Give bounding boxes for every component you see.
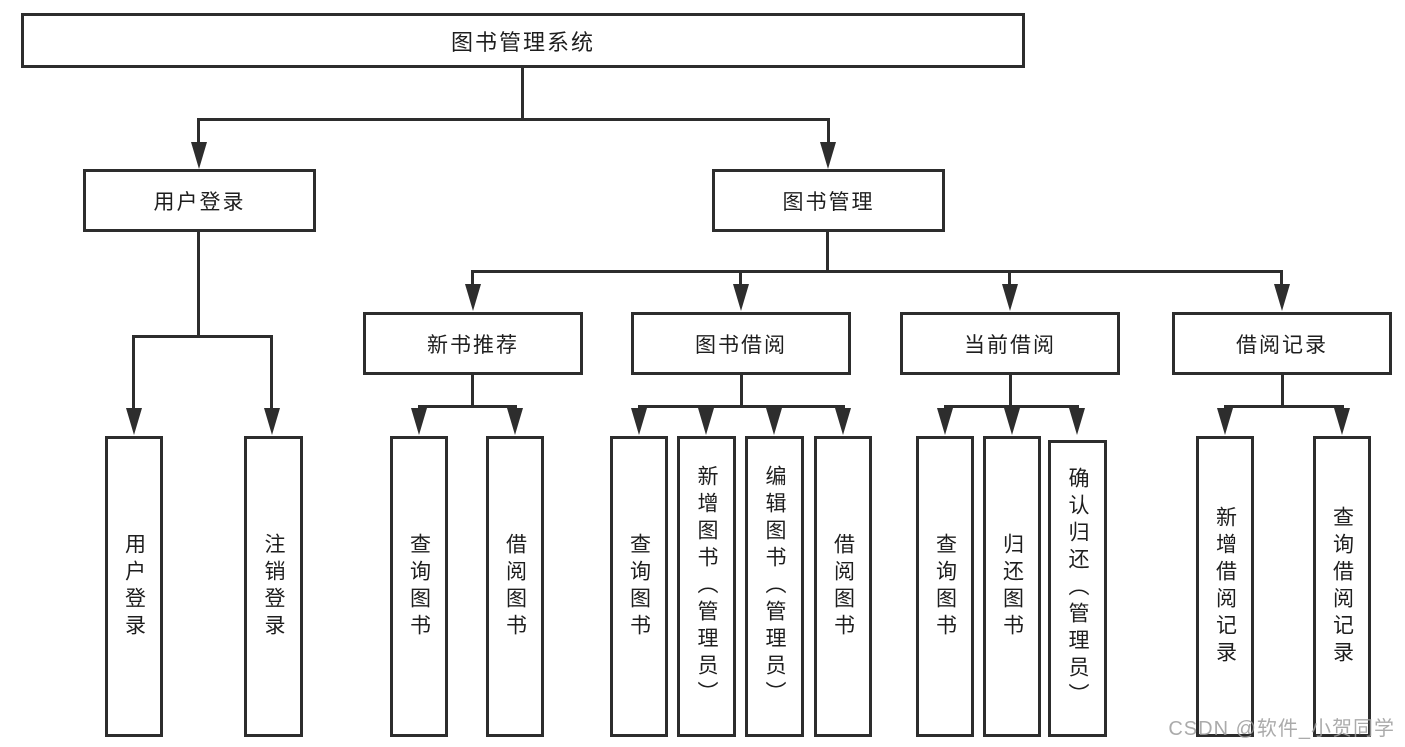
watermark: CSDN @软件_小贺同学: [1168, 718, 1395, 740]
connector-line: [1008, 272, 1011, 284]
node-book-manage: 图书管理: [712, 169, 945, 232]
connector-line: [1281, 375, 1284, 407]
arrowhead-down-icon: [1217, 408, 1233, 435]
connector-line: [132, 337, 135, 408]
arrowhead-down-icon: [631, 408, 647, 435]
node-new-book-recommend: 新书推荐: [363, 312, 583, 375]
node-borrow-record: 借阅记录: [1172, 312, 1392, 375]
arrowhead-down-icon: [1274, 284, 1290, 311]
leaf-query-borrow-record: 查询借阅记录: [1313, 436, 1371, 737]
leaf-logout-label: 注销登录: [262, 532, 285, 641]
arrowhead-down-icon: [264, 408, 280, 435]
leaf-query-book-current-label: 查询图书: [933, 532, 957, 641]
arrowhead-down-icon: [191, 142, 207, 169]
leaf-borrow-book: 借阅图书: [814, 436, 872, 737]
arrowhead-down-icon: [1004, 408, 1020, 435]
leaf-edit-book-admin-label: 编辑图书（管理员）: [763, 465, 786, 708]
connector-line: [418, 405, 517, 408]
node-user-login: 用户登录: [83, 169, 316, 232]
arrowhead-down-icon: [411, 408, 427, 435]
leaf-edit-book-admin: 编辑图书（管理员）: [745, 436, 804, 737]
leaf-confirm-return-admin-label: 确认归还（管理员）: [1066, 467, 1089, 710]
leaf-query-book-recommend-label: 查询图书: [407, 532, 431, 641]
leaf-user-login-label: 用户登录: [122, 532, 146, 641]
node-current-borrow-label: 当前借阅: [964, 333, 1056, 357]
node-borrow-record-label: 借阅记录: [1236, 333, 1328, 357]
connector-line: [944, 405, 1079, 408]
leaf-return-book: 归还图书: [983, 436, 1041, 737]
node-current-borrow: 当前借阅: [900, 312, 1120, 375]
arrowhead-down-icon: [820, 142, 836, 169]
connector-line: [471, 270, 1283, 273]
node-book-borrow-label: 图书借阅: [695, 333, 787, 357]
connector-line: [471, 375, 474, 407]
leaf-add-book-admin-label: 新增图书（管理员）: [695, 465, 718, 708]
arrowhead-down-icon: [126, 408, 142, 435]
node-book-manage-label: 图书管理: [782, 190, 875, 214]
connector-line: [197, 118, 830, 121]
connector-line: [638, 405, 845, 408]
node-user-login-label: 用户登录: [153, 190, 246, 214]
node-new-book-recommend-label: 新书推荐: [427, 333, 519, 357]
connector-line: [827, 120, 830, 143]
connector-line: [471, 272, 474, 284]
arrowhead-down-icon: [766, 408, 782, 435]
connector-line: [521, 68, 524, 120]
connector-line: [740, 375, 743, 407]
arrowhead-down-icon: [1069, 408, 1085, 435]
connector-line: [1224, 405, 1344, 408]
leaf-confirm-return-admin: 确认归还（管理员）: [1048, 440, 1107, 737]
connector-line: [197, 120, 200, 143]
connector-line: [826, 232, 829, 270]
leaf-logout: 注销登录: [244, 436, 303, 737]
leaf-user-login: 用户登录: [105, 436, 163, 737]
node-root: 图书管理系统: [21, 13, 1025, 68]
leaf-add-borrow-record-label: 新增借阅记录: [1213, 505, 1237, 668]
arrowhead-down-icon: [698, 408, 714, 435]
arrowhead-down-icon: [835, 408, 851, 435]
node-root-label: 图书管理系统: [450, 29, 595, 55]
leaf-query-book-borrow-label: 查询图书: [627, 532, 651, 641]
arrowhead-down-icon: [937, 408, 953, 435]
leaf-query-book-borrow: 查询图书: [610, 436, 668, 737]
connector-line: [739, 272, 742, 284]
arrowhead-down-icon: [507, 408, 523, 435]
arrowhead-down-icon: [1334, 408, 1350, 435]
connector-line: [270, 337, 273, 408]
leaf-add-borrow-record: 新增借阅记录: [1196, 436, 1254, 737]
leaf-return-book-label: 归还图书: [1000, 532, 1024, 641]
arrowhead-down-icon: [1002, 284, 1018, 311]
arrowhead-down-icon: [465, 284, 481, 311]
leaf-query-book-current: 查询图书: [916, 436, 974, 737]
leaf-query-book-recommend: 查询图书: [390, 436, 448, 737]
connector-line: [1009, 375, 1012, 407]
leaf-borrow-book-label: 借阅图书: [831, 532, 855, 641]
leaf-borrow-book-recommend-label: 借阅图书: [503, 532, 527, 641]
connector-line: [197, 232, 200, 337]
connector-line: [1280, 272, 1283, 284]
leaf-query-borrow-record-label: 查询借阅记录: [1330, 505, 1354, 668]
arrowhead-down-icon: [733, 284, 749, 311]
node-book-borrow: 图书借阅: [631, 312, 851, 375]
leaf-add-book-admin: 新增图书（管理员）: [677, 436, 736, 737]
leaf-borrow-book-recommend: 借阅图书: [486, 436, 544, 737]
connector-line: [132, 335, 273, 338]
